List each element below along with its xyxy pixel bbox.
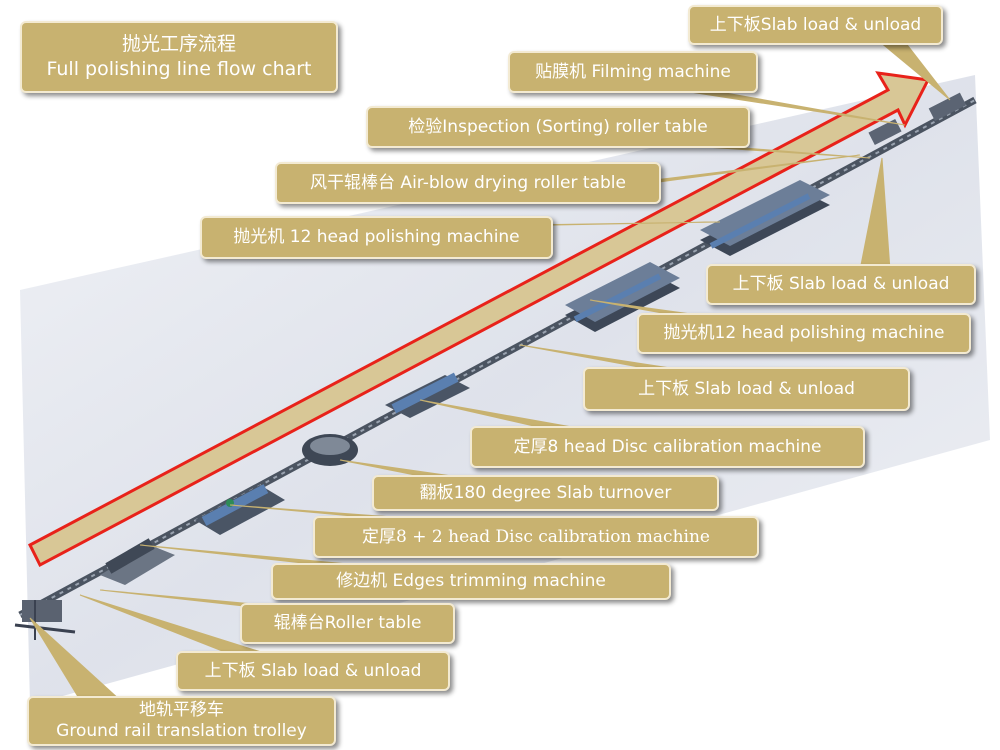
edges-trimming-machine: [100, 538, 175, 585]
diagram-title-english: Full polishing line flow chart: [46, 58, 312, 80]
label-text-slab-load-right: 上下板 Slab load & unload: [732, 274, 950, 294]
polishing-machine-1: [565, 262, 680, 332]
label-text-edges: 修边机 Edges trimming machine: [336, 571, 606, 591]
label-slab-load-bottom: 上下板 Slab load & unload: [176, 651, 450, 691]
label-text-polishing-left: 抛光机 12 head polishing machine: [233, 227, 520, 247]
label-text-slab-load-mid: 上下板 Slab load & unload: [638, 378, 855, 399]
process-flow-arrow: [28, 71, 931, 568]
label-filming-machine: 贴膜机 Filming machine: [508, 51, 758, 93]
label-slab-load-mid: 上下板 Slab load & unload: [583, 367, 910, 411]
turnover-machine: [302, 434, 358, 466]
label-edges-trimming: 修边机 Edges trimming machine: [271, 563, 671, 600]
label-text-slab-load-top: 上下板Slab load & unload: [709, 14, 922, 35]
label-calibration-8-head: 定厚8 head Disc calibration machine: [470, 426, 865, 468]
polishing-machine-2: [700, 180, 830, 256]
calibration-8-machine: [385, 372, 470, 418]
end-line-equipment: [868, 92, 967, 146]
label-air-blow-drying: 风干辊棒台 Air-blow drying roller table: [275, 162, 661, 204]
label-slab-turnover: 翻板180 degree Slab turnover: [372, 475, 719, 511]
label-text-trolley-english: Ground rail translation trolley: [56, 721, 307, 741]
label-text-polishing-right: 抛光机12 head polishing machine: [663, 323, 945, 343]
label-calibration-8-2-head: 定厚8 + 2 head Disc calibration machine: [313, 516, 759, 558]
diagram-title-chinese: 抛光工序流程: [121, 33, 236, 55]
label-text-roller-table: 辊棒台Roller table: [273, 613, 422, 633]
label-text-air-blow: 风干辊棒台 Air-blow drying roller table: [310, 172, 626, 193]
label-polishing-machine-left: 抛光机 12 head polishing machine: [200, 216, 553, 259]
label-ground-rail-trolley: 地轨平移车 Ground rail translation trolley: [27, 696, 336, 746]
diagram-title-box: 抛光工序流程 Full polishing line flow chart: [20, 21, 338, 93]
ground-rail-trolley: [14, 600, 76, 640]
label-text-calibration-8-2: 定厚8 + 2 head Disc calibration machine: [362, 526, 710, 547]
conveyor-line: [18, 96, 977, 619]
label-roller-table: 辊棒台Roller table: [240, 603, 455, 644]
label-text-filming: 贴膜机 Filming machine: [535, 61, 731, 82]
label-polishing-machine-right: 抛光机12 head polishing machine: [637, 313, 971, 354]
label-text-calibration-8: 定厚8 head Disc calibration machine: [513, 436, 822, 457]
label-text-inspection: 检验Inspection (Sorting) roller table: [408, 116, 708, 137]
label-slab-load-top: 上下板Slab load & unload: [688, 5, 943, 45]
label-text-turnover: 翻板180 degree Slab turnover: [419, 482, 672, 503]
label-text-trolley-chinese: 地轨平移车: [139, 700, 224, 720]
label-text-slab-load-bottom: 上下板 Slab load & unload: [204, 660, 422, 681]
label-slab-load-right: 上下板 Slab load & unload: [706, 264, 976, 305]
label-inspection-roller-table: 检验Inspection (Sorting) roller table: [366, 106, 750, 148]
